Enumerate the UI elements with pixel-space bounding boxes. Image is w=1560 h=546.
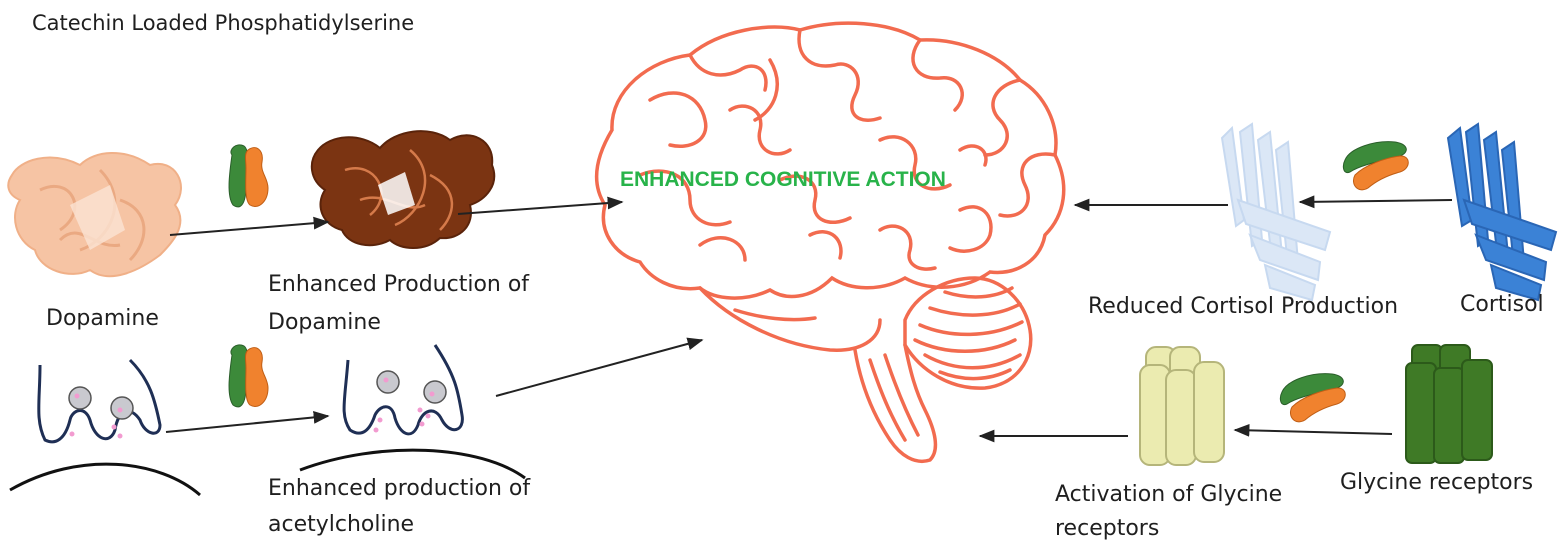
- label-dopamine: Dopamine: [46, 306, 159, 331]
- center-label: ENHANCED COGNITIVE ACTION: [620, 168, 946, 191]
- label-activation-glycine-line1: Activation of Glycine: [1055, 482, 1283, 507]
- arrows: [165, 195, 1453, 443]
- arrow-enhanced-dopamine-to-brain: [457, 196, 624, 215]
- label-enhanced-dopamine-line2: Dopamine: [268, 310, 381, 335]
- label-enhanced-acetylcholine-line2: acetylcholine: [268, 512, 415, 537]
- arrow-cortisol-to-reduced: [1298, 195, 1453, 209]
- arrow-dopamine-to-enhanced: [169, 216, 330, 236]
- dopamine-molecule-icon: [7, 152, 182, 278]
- enhanced-dopamine-molecule-icon: [310, 130, 496, 249]
- label-enhanced-dopamine-line1: Enhanced Production of: [268, 272, 530, 297]
- cortisol-molecule-icon: [1446, 122, 1558, 302]
- label-activation-glycine-line2: receptors: [1055, 516, 1160, 541]
- arrow-glycine-to-activation: [1233, 423, 1393, 437]
- label-glycine-receptors: Glycine receptors: [1340, 470, 1534, 495]
- label-reduced-cortisol: Reduced Cortisol Production: [1088, 294, 1399, 319]
- capsule-icon-acetylcholine: [228, 344, 269, 408]
- enhanced-synapse-icon: [299, 344, 526, 480]
- diagram-title: Catechin Loaded Phosphatidylserine: [32, 11, 415, 35]
- arrow-acetylcholine-to-brain: [495, 337, 704, 397]
- reduced-cortisol-molecule-icon: [1220, 122, 1332, 302]
- label-cortisol: Cortisol: [1460, 292, 1544, 317]
- synapse-icon: [9, 358, 201, 497]
- label-enhanced-acetylcholine-line1: Enhanced production of: [268, 476, 531, 501]
- glycine-receptor-icon: [1405, 344, 1493, 464]
- capsule-icon-dopamine: [228, 144, 269, 208]
- capsule-icon-cortisol: [1342, 141, 1409, 191]
- brain-icon: [594, 21, 1066, 463]
- activated-glycine-receptor-icon: [1139, 346, 1225, 466]
- capsule-icon-glycine: [1279, 373, 1346, 423]
- arrow-synapse-to-enhanced: [165, 411, 330, 433]
